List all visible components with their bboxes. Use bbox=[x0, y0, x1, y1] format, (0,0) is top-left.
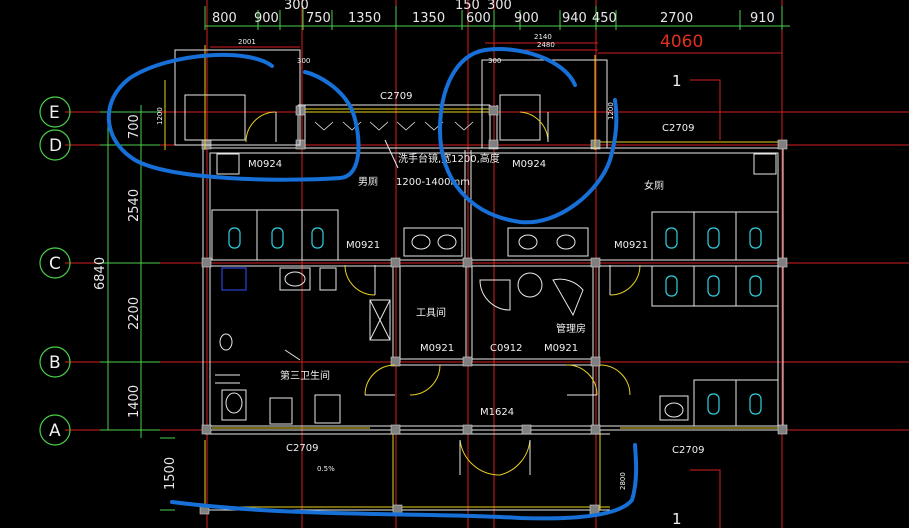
door-label-m0921-left: M0921 bbox=[346, 240, 380, 251]
window-label-right-top: C2709 bbox=[662, 123, 694, 134]
toilet-stalls-right bbox=[651, 211, 779, 427]
svg-text:B: B bbox=[49, 353, 61, 373]
dim-450: 450 bbox=[592, 11, 617, 26]
window-label-top: C2709 bbox=[380, 91, 412, 102]
small-dim-300-a: 300 bbox=[297, 57, 310, 65]
walls bbox=[202, 104, 784, 511]
mgmt-fixtures bbox=[479, 272, 584, 317]
entry-yellow bbox=[164, 45, 596, 150]
slope-note: 0.5% bbox=[317, 465, 335, 473]
dim-800: 800 bbox=[212, 11, 237, 26]
door-label-main: M1624 bbox=[480, 407, 514, 418]
mirror-height-range: 1200-1400mm bbox=[396, 177, 470, 188]
svg-text:D: D bbox=[49, 136, 62, 156]
top-dimension-texts: 800 900 750 1350 1350 600 900 940 450 27… bbox=[212, 0, 775, 26]
door-label-tool: M0921 bbox=[420, 343, 454, 354]
dim-750: 750 bbox=[306, 11, 331, 26]
axis-bubble-b: B bbox=[39, 346, 71, 378]
axis-bubble-a: A bbox=[39, 414, 71, 446]
blue-markup-annotations bbox=[106, 47, 639, 521]
urinals bbox=[314, 121, 474, 131]
dim-300-upper-b: 300 bbox=[487, 0, 512, 13]
dim-1350-a: 1350 bbox=[348, 11, 381, 26]
dim-910: 910 bbox=[750, 11, 775, 26]
door-label-m0921-right: M0921 bbox=[614, 240, 648, 251]
svg-text:C: C bbox=[49, 254, 61, 274]
dim-1350-b: 1350 bbox=[412, 11, 445, 26]
red-dim-lines bbox=[210, 42, 783, 528]
axis-bubble-e: E bbox=[39, 96, 71, 128]
window-label-c0912: C0912 bbox=[490, 343, 522, 354]
accessible-fixtures bbox=[215, 267, 391, 425]
top-dimension-chain bbox=[204, 6, 790, 30]
windows bbox=[204, 108, 778, 510]
small-dim-300-b: 300 bbox=[488, 57, 501, 65]
dim-2540: 2540 bbox=[127, 189, 142, 222]
dim-300-upper: 300 bbox=[284, 0, 309, 13]
mirror-note: 洗手台镜,宽1200,高度 bbox=[398, 152, 500, 165]
svg-text:A: A bbox=[49, 421, 61, 441]
axis-bubble-d: D bbox=[39, 129, 71, 161]
toilet-bowls bbox=[228, 227, 762, 415]
room-label-third-toilet: 第三卫生间 bbox=[280, 369, 330, 382]
room-label-women: 女厕 bbox=[644, 179, 664, 192]
dim-700: 700 bbox=[127, 114, 142, 139]
dim-150-upper: 150 bbox=[455, 0, 480, 13]
door-label-mgmt: M0921 bbox=[544, 343, 578, 354]
dim-600: 600 bbox=[466, 11, 491, 26]
section-ref-bottom: 1 bbox=[672, 510, 682, 528]
dim-2700: 2700 bbox=[660, 11, 693, 26]
left-dimension-chain bbox=[100, 105, 175, 511]
dim-2200: 2200 bbox=[127, 297, 142, 330]
small-dim-1200-a: 1200 bbox=[156, 107, 164, 125]
dim-1400: 1400 bbox=[127, 385, 142, 418]
door-leaves bbox=[275, 112, 611, 475]
window-label-bottom-right: C2709 bbox=[672, 445, 704, 456]
axis-bubble-c: C bbox=[39, 247, 71, 279]
sinks bbox=[216, 153, 777, 421]
dim-2001: 2001 bbox=[238, 38, 256, 46]
dim-2480: 2480 bbox=[537, 41, 555, 49]
section-ref-top: 1 bbox=[672, 72, 682, 90]
dim-6840-total: 6840 bbox=[93, 257, 108, 290]
dim-900-b: 900 bbox=[514, 11, 539, 26]
door-label-m0924-left: M0924 bbox=[248, 159, 282, 170]
small-dim-2800: 2800 bbox=[619, 472, 627, 490]
note-leader bbox=[284, 139, 399, 361]
small-dim-1200-b: 1200 bbox=[607, 102, 615, 120]
window-label-bottom-left: C2709 bbox=[286, 443, 318, 454]
plan-labels: C2709 C2709 M0924 M0924 M0921 M0921 工具间 … bbox=[156, 57, 704, 490]
dim-2140: 2140 bbox=[534, 33, 552, 41]
dim-940: 940 bbox=[562, 11, 587, 26]
dim-1500: 1500 bbox=[163, 457, 178, 490]
svg-text:E: E bbox=[49, 103, 60, 123]
axis-bubbles: E D C B A bbox=[39, 96, 71, 446]
room-label-tool: 工具间 bbox=[416, 306, 446, 319]
door-label-m0924-mid: M0924 bbox=[512, 159, 546, 170]
room-label-men: 男厕 bbox=[358, 176, 378, 188]
room-label-mgmt: 管理房 bbox=[556, 322, 586, 335]
door-swings bbox=[245, 111, 641, 476]
toilet-stalls-left bbox=[211, 209, 339, 261]
overall-width-4060: 4060 bbox=[660, 32, 703, 52]
dim-900: 900 bbox=[254, 11, 279, 26]
